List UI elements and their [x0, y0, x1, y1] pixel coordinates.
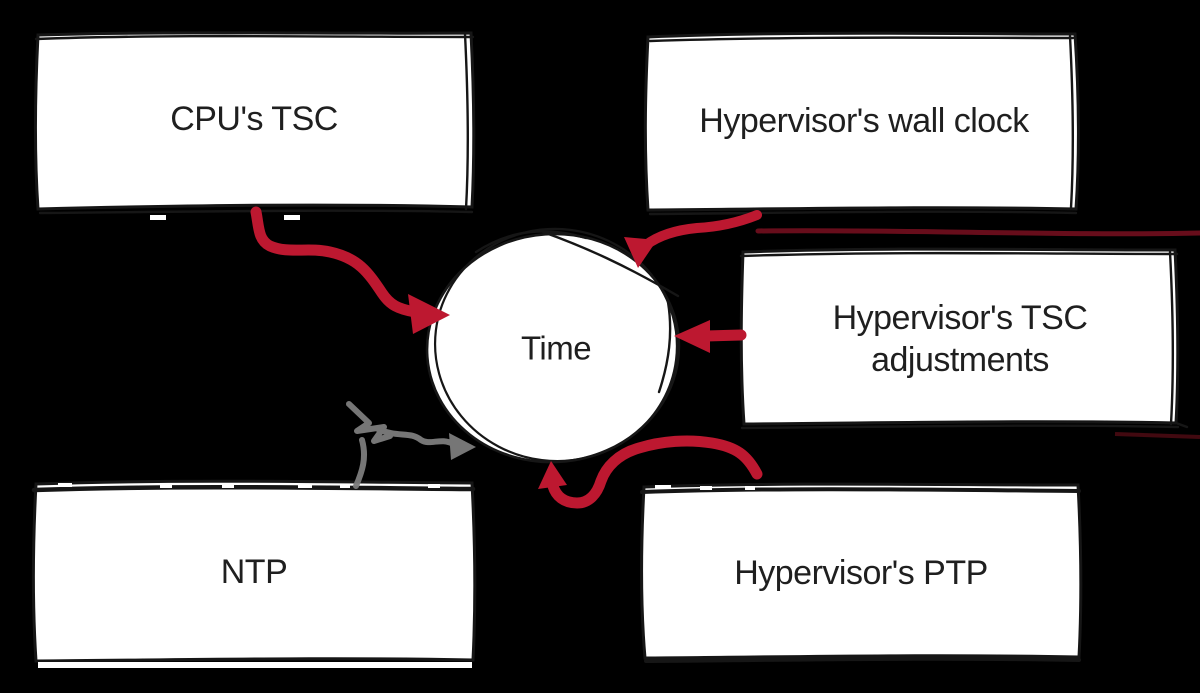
- border-gap-dash: [160, 484, 172, 488]
- arrow-tsc-adjustments-to-time: [674, 320, 747, 353]
- box-border: [640, 482, 1083, 660]
- box-border-second-pass: [648, 34, 1078, 216]
- hypervisor-tsc-adjustments-label-line2: adjustments: [871, 341, 1049, 379]
- arrow-wall-clock-to-time: [624, 210, 1200, 268]
- border-gap-dash: [700, 486, 712, 490]
- box-cpu-tsc: CPU's TSC: [33, 31, 476, 220]
- arrowhead: [408, 294, 450, 334]
- arrow-shaft: [641, 210, 762, 250]
- border-underlap: [38, 662, 472, 668]
- scribble-shaft: [346, 401, 393, 444]
- arrow-shaft: [250, 206, 421, 318]
- box-hypervisor-tsc-adjustments: Hypervisor's TSC adjustments: [739, 247, 1189, 430]
- box-border: [643, 31, 1081, 212]
- hypervisor-wall-clock-label: Hypervisor's wall clock: [699, 102, 1030, 140]
- border-gap-dash: [340, 484, 350, 488]
- arrowhead: [624, 237, 657, 268]
- arrow-tail-offscreen-line: [755, 228, 1200, 237]
- arrow-ptp-to-time: [538, 435, 763, 509]
- border-gap-dash: [655, 485, 671, 489]
- border-gap-dash: [222, 484, 234, 488]
- box-border-second-pass: [739, 250, 1189, 430]
- arrowhead: [538, 461, 567, 489]
- time-circle-second-pass: [433, 227, 679, 463]
- red-smudge: [1114, 432, 1200, 439]
- border-gap-dash: [745, 486, 755, 490]
- hypervisor-ptp-label: Hypervisor's PTP: [734, 554, 988, 592]
- border-gap-dash: [58, 483, 72, 487]
- arrowhead: [449, 433, 476, 460]
- box-border-second-pass: [640, 487, 1081, 663]
- box-hypervisor-wall-clock: Hypervisor's wall clock: [643, 31, 1081, 216]
- border-gap-dash: [284, 215, 300, 220]
- border-gap-dash: [298, 484, 312, 488]
- box-border-second-pass: [31, 484, 476, 493]
- arrow-shaft: [700, 329, 747, 342]
- time-node: Time: [425, 227, 681, 464]
- time-circle-overdraw: [474, 230, 680, 394]
- arrow-ntp-to-time-sketch: [346, 401, 476, 489]
- cpu-tsc-label: CPU's TSC: [170, 100, 338, 138]
- scribble-branch: [375, 426, 456, 447]
- ntp-label: NTP: [221, 553, 288, 591]
- box-border: [33, 31, 476, 211]
- arrow-cpu-tsc-to-time: [250, 206, 450, 334]
- border-gap-dash: [150, 215, 166, 220]
- arrow-shaft: [547, 435, 763, 509]
- border-gap-dash: [428, 484, 440, 488]
- box-ntp: NTP: [31, 479, 477, 668]
- box-hypervisor-ptp: Hypervisor's PTP: [640, 482, 1083, 663]
- scribble-tail: [353, 437, 368, 489]
- box-border: [31, 479, 477, 663]
- arrowhead: [674, 320, 710, 353]
- hypervisor-tsc-adjustments-label-line1: Hypervisor's TSC: [833, 299, 1088, 337]
- time-label: Time: [521, 330, 591, 367]
